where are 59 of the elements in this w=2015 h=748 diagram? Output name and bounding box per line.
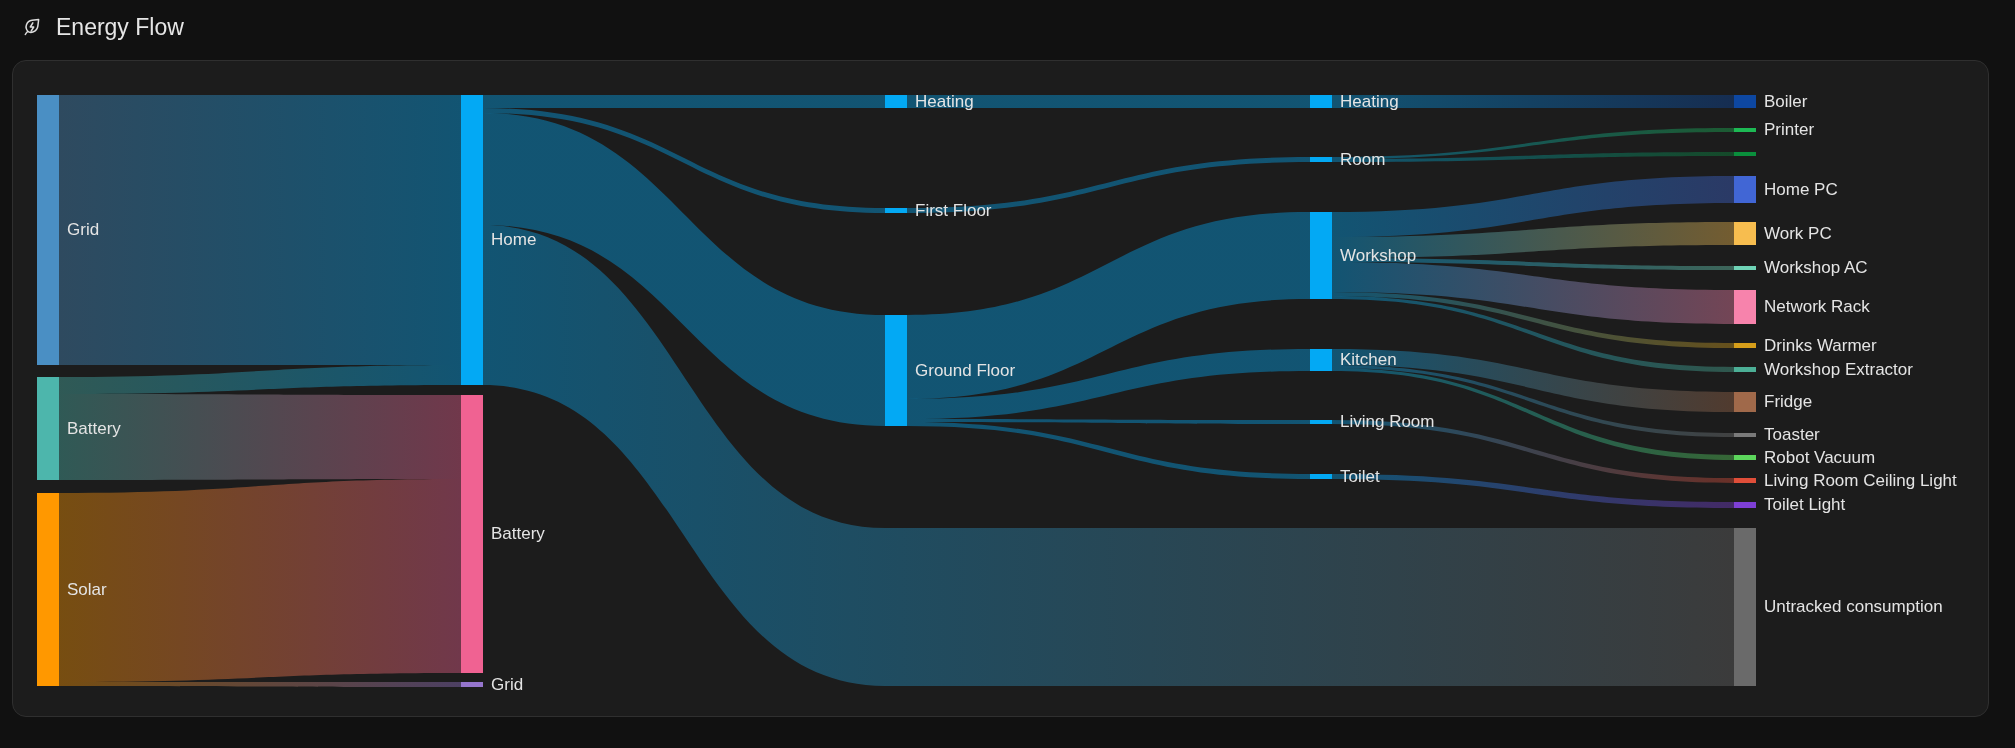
- flow-band: [1332, 95, 1734, 108]
- flow-band: [907, 419, 1310, 424]
- flow-band: [1332, 128, 1734, 159]
- flow-band: [1332, 152, 1734, 162]
- flow-band: [907, 212, 1310, 399]
- flow-band: [1332, 365, 1734, 437]
- flow-band: [907, 422, 1310, 479]
- flow-band: [1332, 296, 1734, 372]
- flow-band: [1332, 368, 1734, 460]
- node-label: Workshop Extractor: [1764, 359, 1913, 380]
- node-label: First Floor: [915, 200, 992, 221]
- node-label: Drinks Warmer: [1764, 335, 1877, 356]
- node-label: Toilet Light: [1764, 495, 1846, 515]
- node-label: Grid: [67, 220, 100, 240]
- flow-band: [483, 225, 1734, 686]
- node-label: Ground Floor: [915, 360, 1016, 381]
- flow-band: [1332, 420, 1734, 483]
- node-label: Home PC: [1764, 179, 1838, 200]
- flow-band: [907, 157, 1310, 213]
- node-label: Solar: [67, 579, 107, 600]
- node-label: Home: [491, 230, 537, 250]
- node-label: Robot Vacuum: [1764, 447, 1876, 468]
- flow-band: [59, 394, 461, 480]
- flow-band: [483, 113, 885, 426]
- flow-band: [1332, 176, 1734, 237]
- flow-band: [1332, 262, 1734, 324]
- node-label: Network Rack: [1764, 297, 1870, 317]
- node-label: Kitchen: [1340, 350, 1397, 370]
- flow-band: [907, 349, 1310, 419]
- node-label: Living Room Ceiling Light: [1764, 470, 1957, 491]
- flow-band: [1332, 349, 1734, 412]
- flow-band: [483, 108, 885, 213]
- node-label: Living Room: [1340, 412, 1435, 432]
- flow-band: [59, 95, 461, 365]
- node-label: Fridge: [1764, 392, 1813, 412]
- node-label: Battery: [67, 418, 121, 439]
- node-label: Workshop: [1340, 245, 1417, 266]
- flow-band: [1332, 292, 1734, 348]
- flow-band: [1332, 222, 1734, 258]
- node-label: Workshop AC: [1764, 258, 1868, 278]
- node-label: Battery: [491, 524, 545, 544]
- flow-band: [907, 95, 1310, 108]
- flow-band: [1332, 474, 1734, 508]
- flow-band: [1332, 258, 1734, 270]
- node-label: Toaster: [1764, 425, 1820, 445]
- node-label: Room: [1340, 149, 1386, 170]
- node-label: Grid: [491, 674, 524, 695]
- node-label: Heating: [915, 91, 974, 112]
- node-label: Heating: [1340, 91, 1399, 112]
- node-label: Work PC: [1764, 223, 1832, 244]
- node-label: Toilet: [1340, 466, 1380, 487]
- flow-band: [59, 479, 461, 682]
- flow-band: [59, 682, 461, 687]
- title: Energy Flow: [56, 13, 184, 41]
- node-label: Untracked consumption: [1764, 597, 1943, 617]
- node-label: Boiler: [1764, 91, 1808, 112]
- flow-band: [59, 365, 461, 394]
- node-label: Printer: [1764, 120, 1815, 140]
- flow-band: [483, 95, 885, 108]
